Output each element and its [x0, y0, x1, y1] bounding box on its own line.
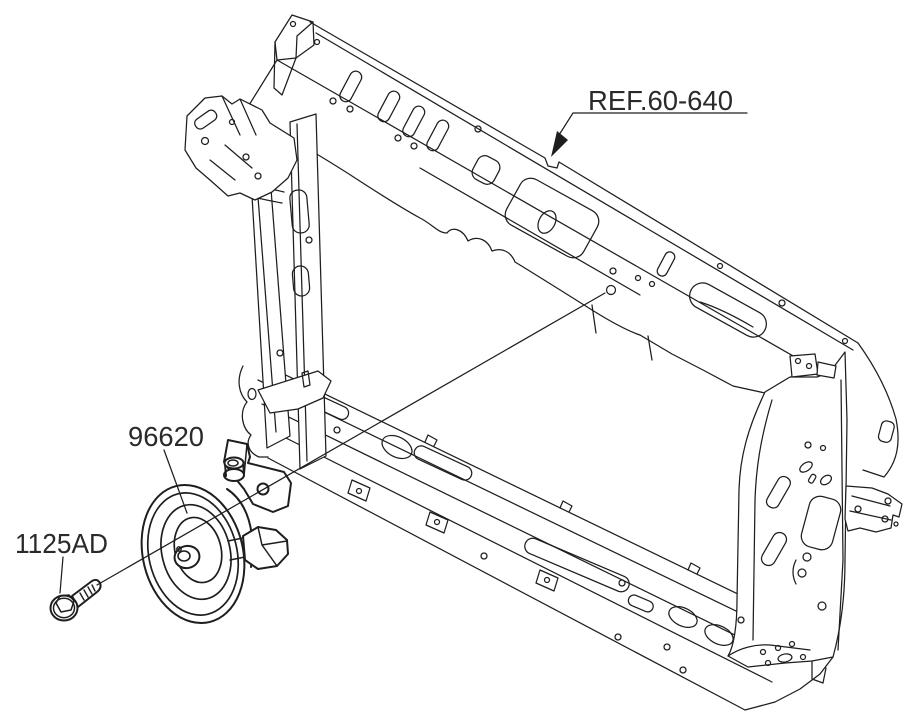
bolt-to-panel-leader-line [96, 292, 606, 586]
horn-assembly [140, 439, 292, 624]
ref-arrowhead-icon [551, 131, 568, 157]
labels: REF.60-640 96620 1125AD [15, 85, 733, 559]
horn-mounting-hole [605, 284, 617, 296]
bolt-head [49, 594, 79, 622]
right-mounting-bracket [844, 485, 903, 533]
horn-mounting-stud [223, 456, 245, 482]
bolt-label-leader-line [59, 556, 64, 594]
horn-connector [227, 526, 289, 570]
top-cross-member [245, 14, 859, 394]
horn-disc [140, 484, 246, 624]
fender-mounting-bracket [184, 95, 298, 201]
horn-part-number-label: 96620 [128, 421, 204, 452]
right-side-member [727, 342, 903, 684]
mounting-bolt [49, 578, 102, 622]
bolt-part-number-label: 1125AD [15, 528, 108, 559]
ref-panel-label: REF.60-640 [588, 85, 733, 116]
radiator-support-panel [184, 14, 903, 711]
ref-label-leader-line [558, 112, 748, 136]
horn-bracket [223, 439, 292, 513]
horn-label-leader-line [163, 449, 188, 514]
left-side-member [184, 95, 332, 470]
callouts [59, 112, 748, 594]
